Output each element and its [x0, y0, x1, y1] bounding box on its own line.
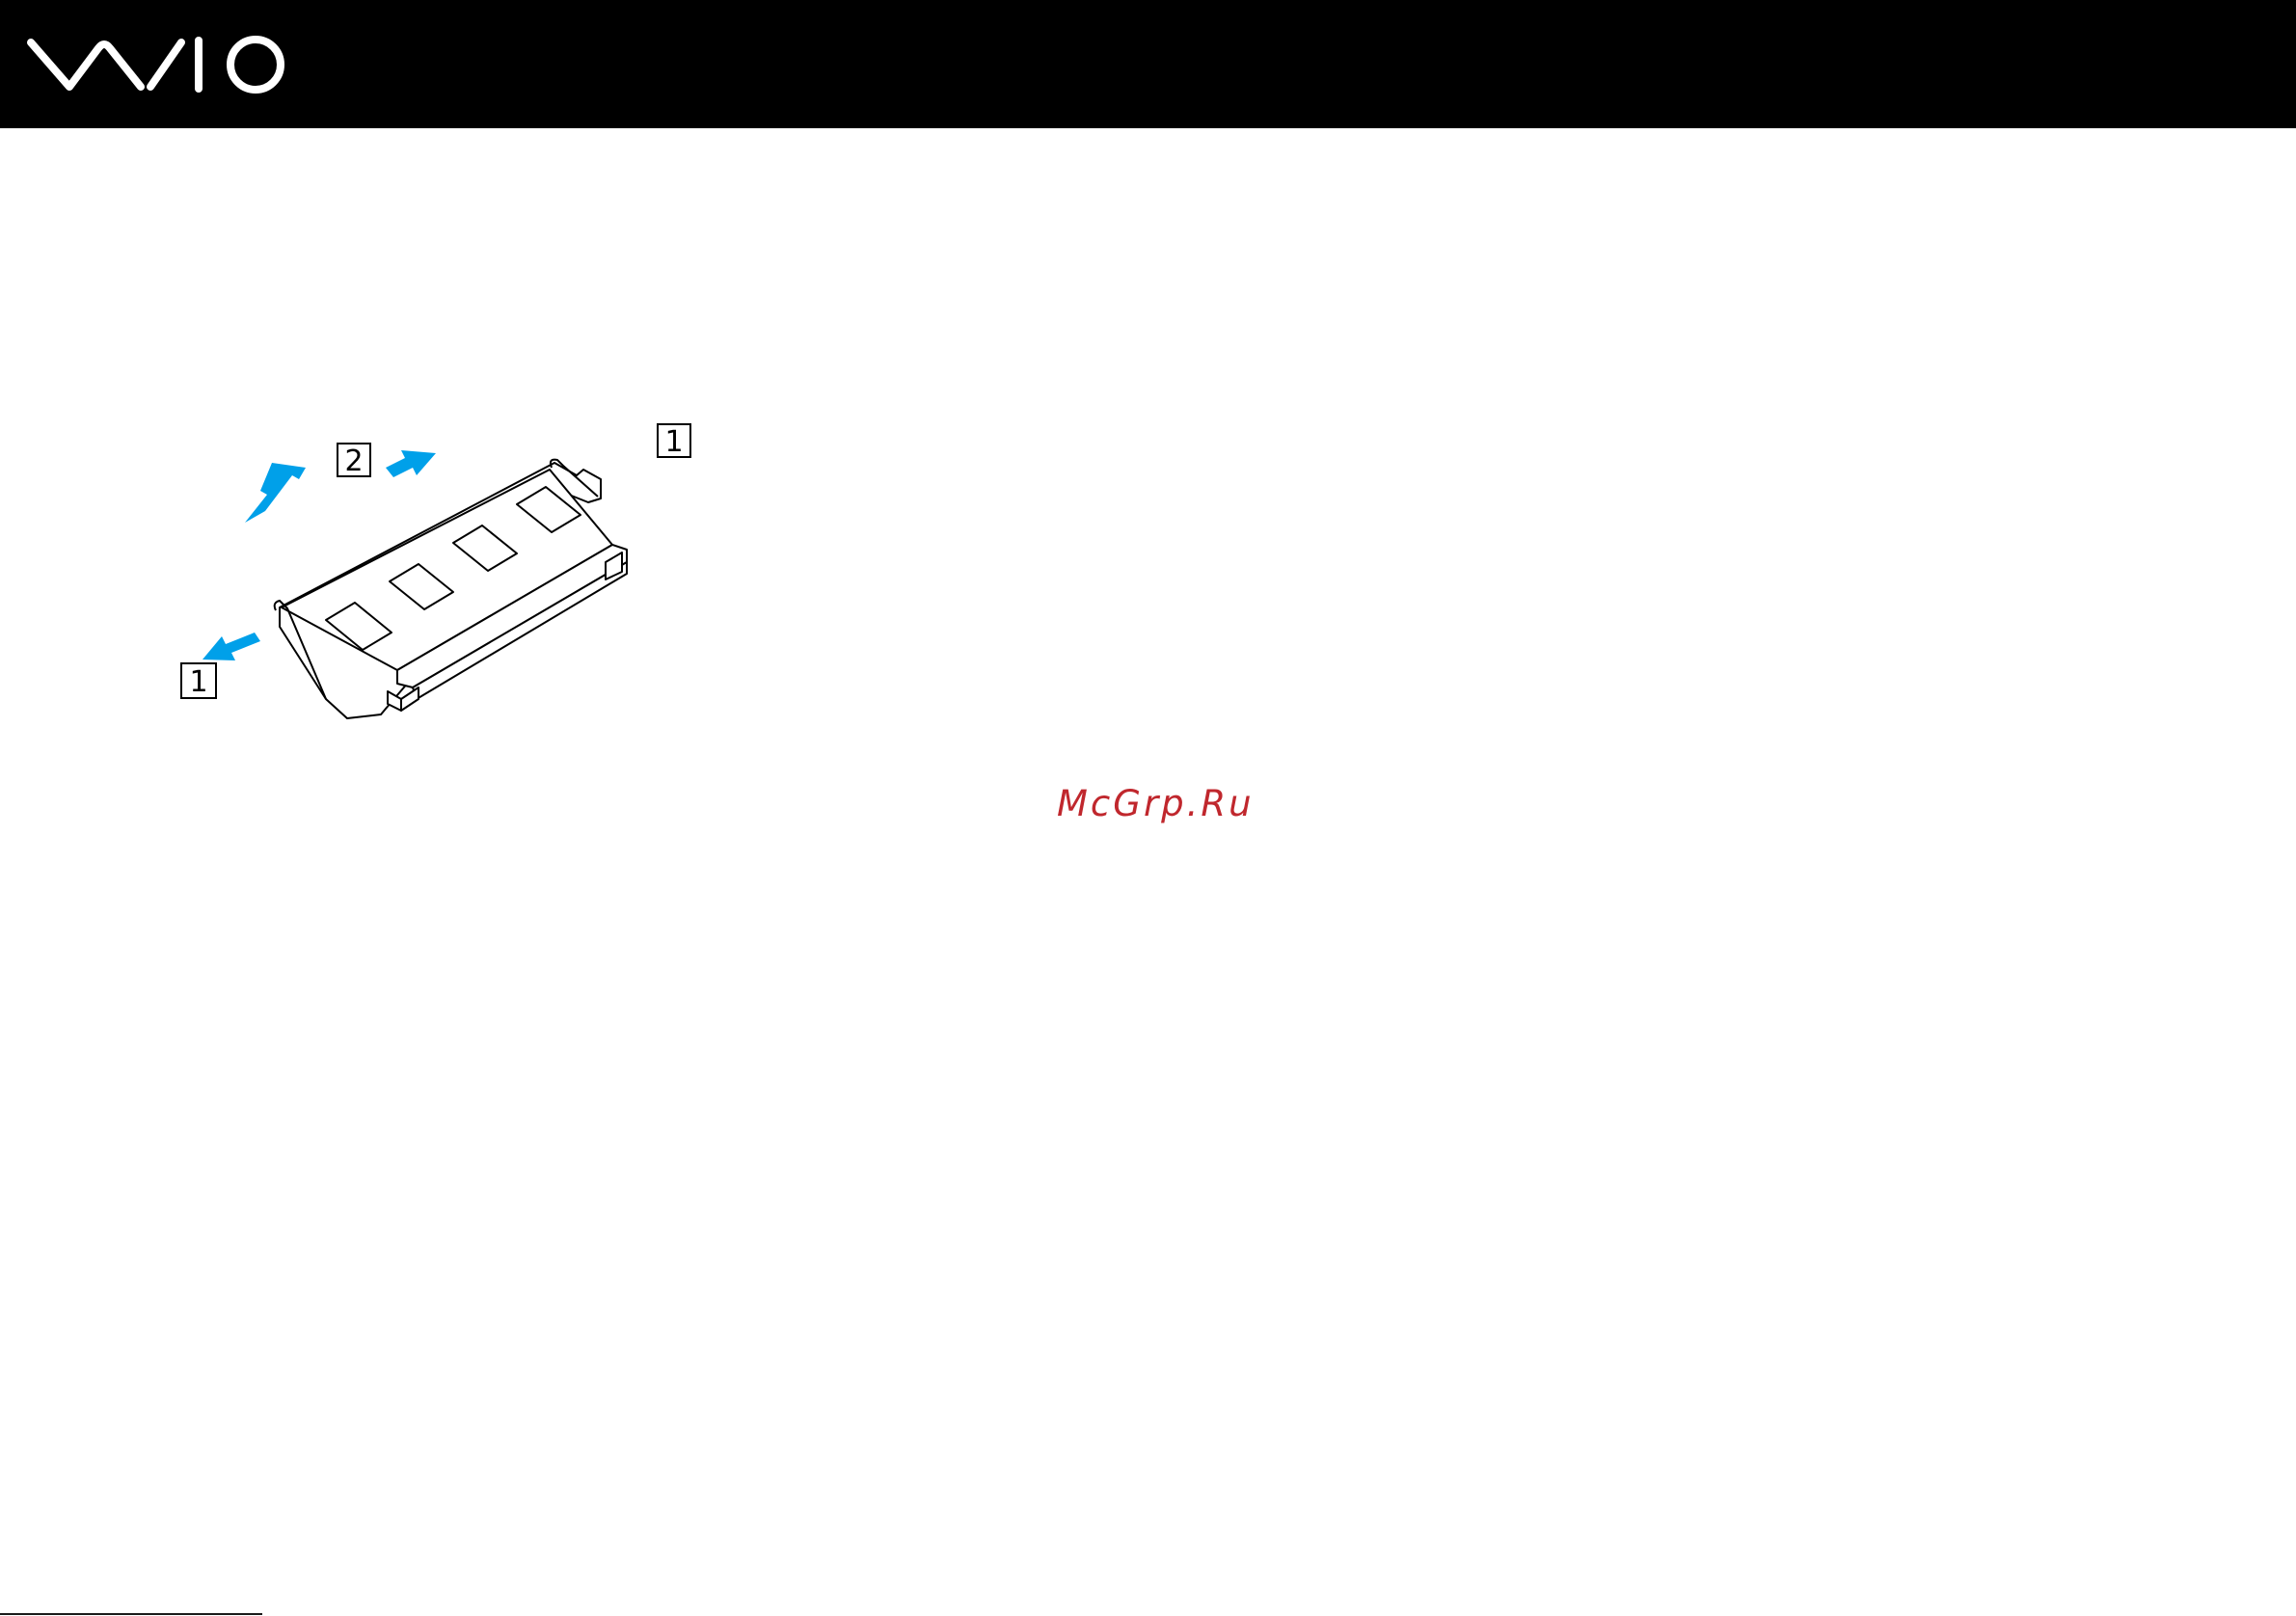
vaio-logo-icon	[27, 31, 289, 96]
callout-label-1-left: 1	[189, 665, 207, 699]
callout-label-2: 2	[344, 444, 363, 478]
arrow-right-icon	[386, 450, 436, 477]
memory-module-illustration: 1 2 1	[174, 410, 694, 733]
watermark-text: McGrp.Ru	[1057, 783, 1255, 824]
header-bar	[0, 0, 2296, 128]
footer-rule	[0, 1613, 262, 1615]
arrow-up-icon	[245, 463, 306, 523]
arrow-left-icon	[203, 633, 260, 660]
callout-label-1-right: 1	[664, 425, 683, 459]
